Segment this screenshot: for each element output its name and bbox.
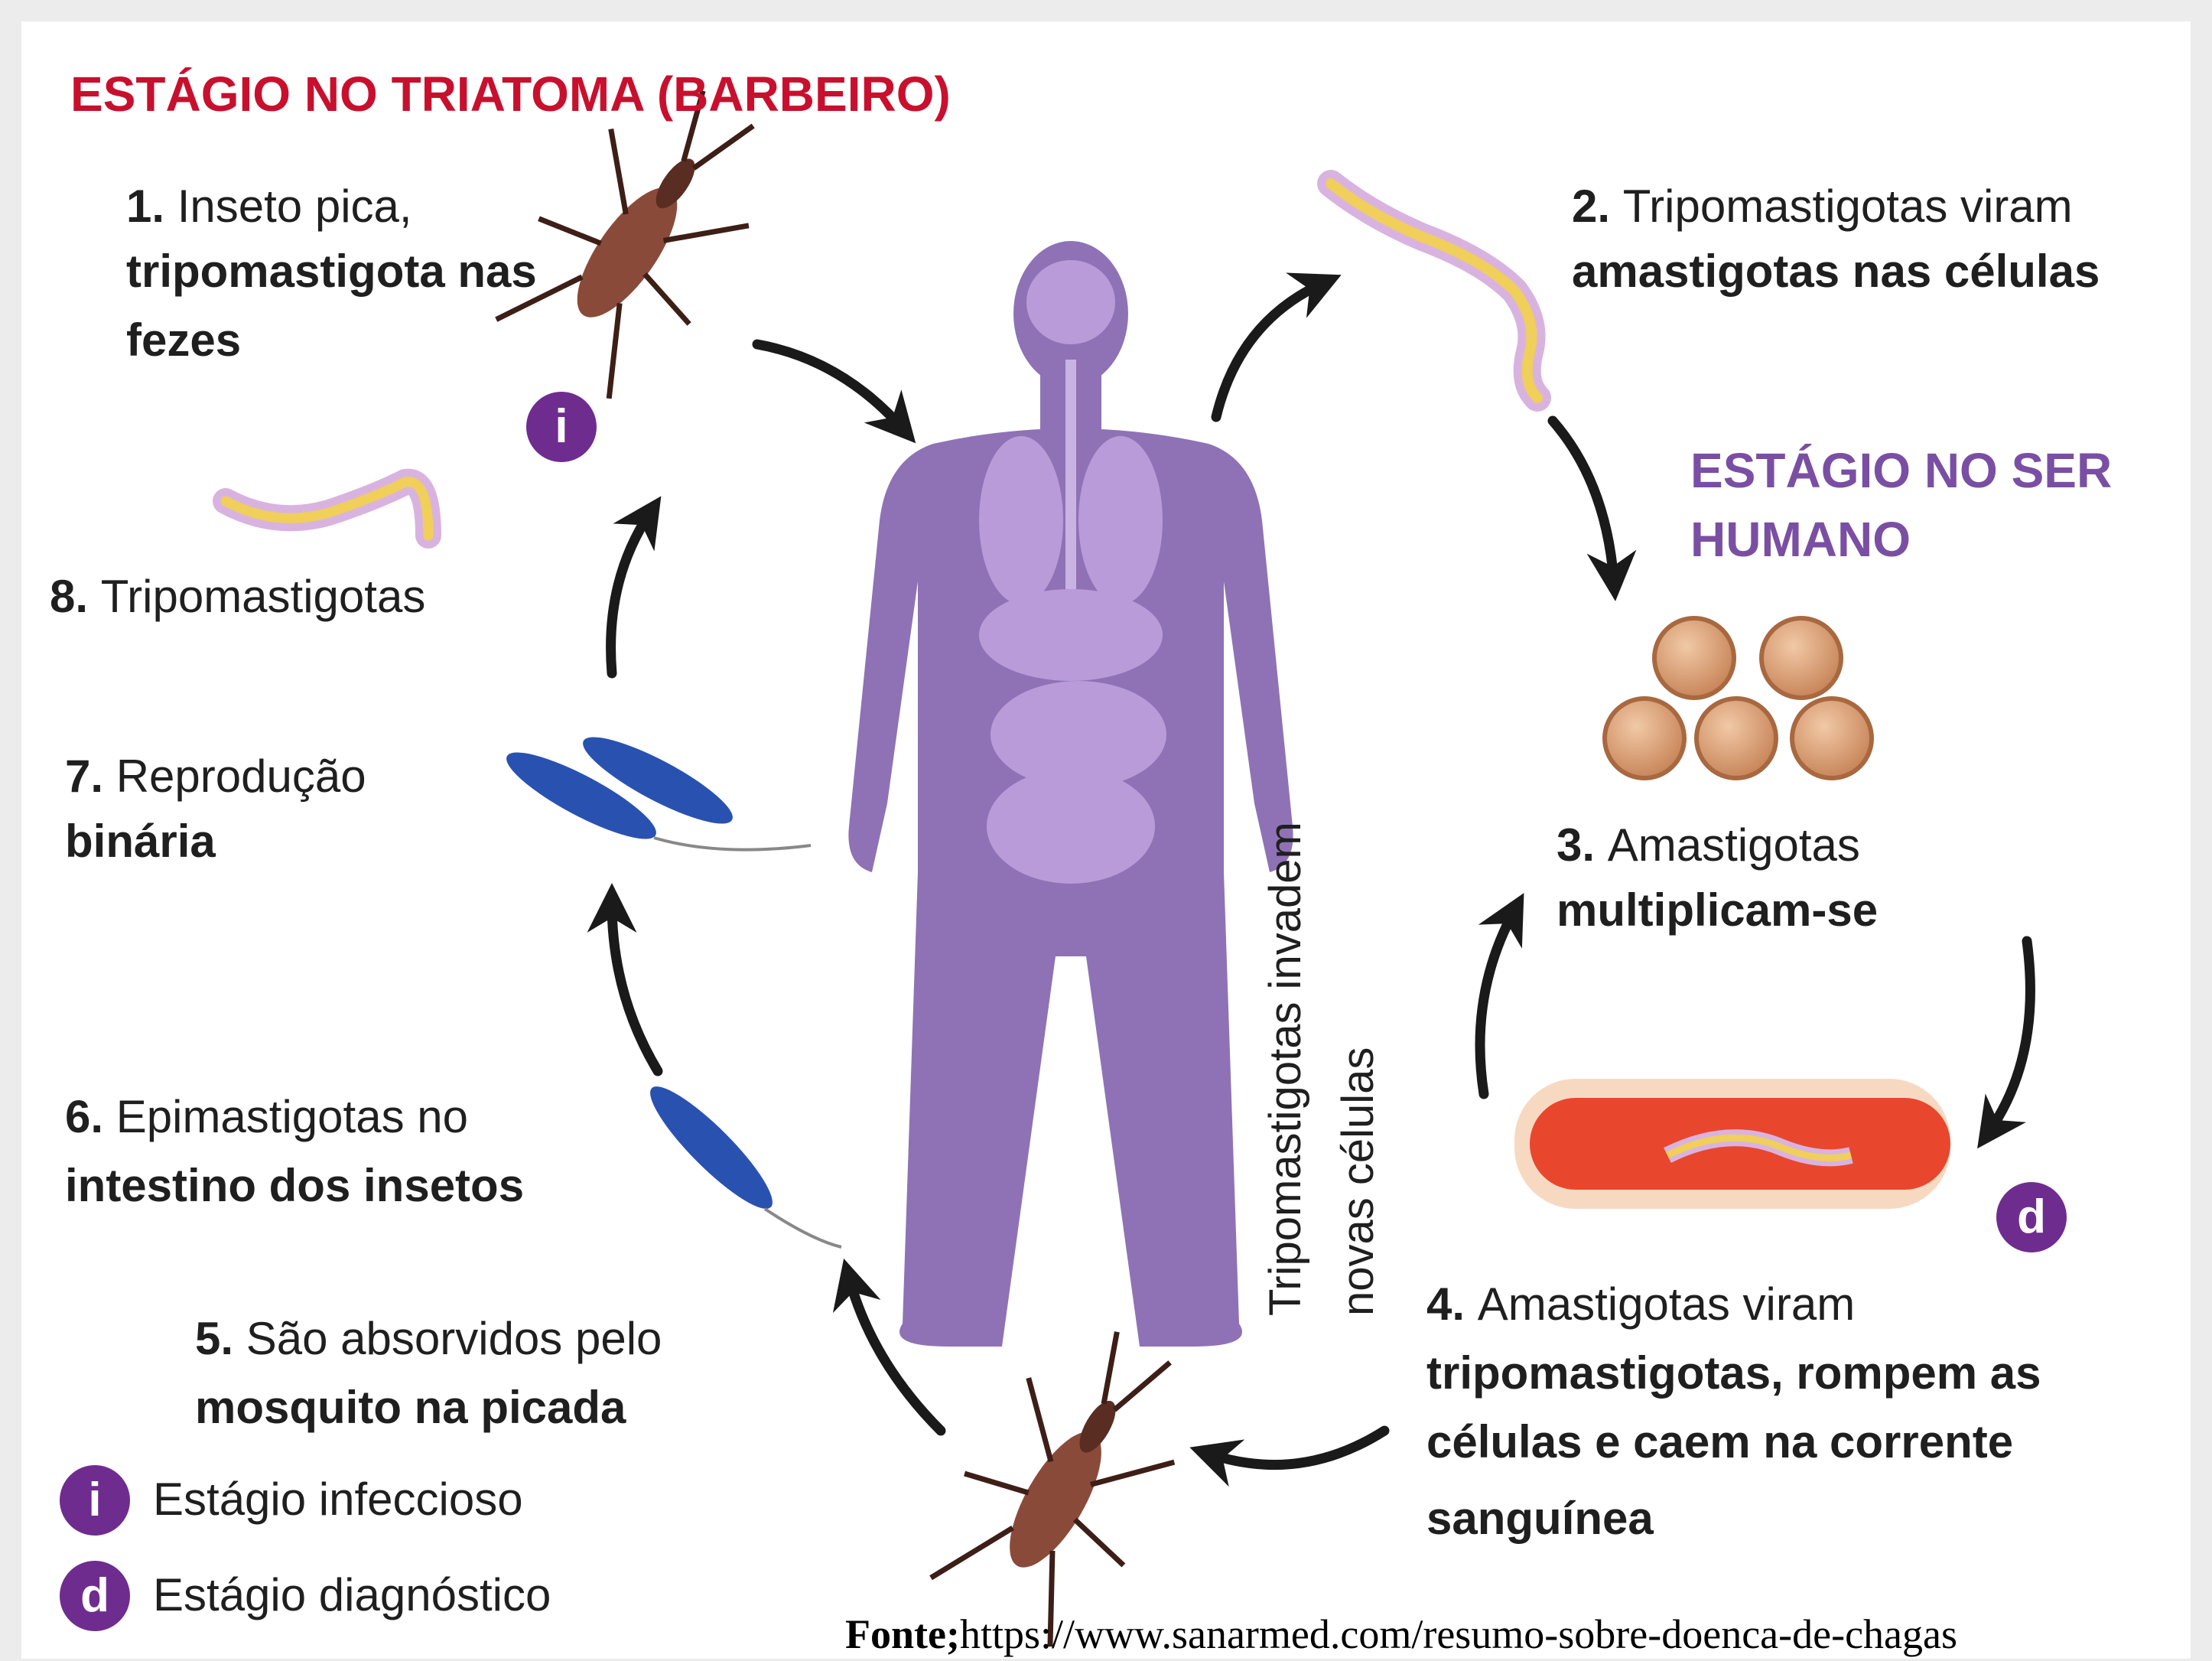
amastigote-cells-icon <box>1605 618 1872 778</box>
human-stage-heading-line2: HUMANO <box>1690 505 1911 574</box>
step-3-line1: 3. Amastigotas <box>1557 811 1860 880</box>
step-4-line4: sanguínea <box>1426 1484 1654 1553</box>
step-2-line1: 2. Tripomastigotas viram <box>1572 172 2073 241</box>
infectious-stage-badge: i <box>526 392 597 462</box>
cycle-arrow-icon <box>757 344 903 428</box>
step-7-line2: binária <box>65 807 216 876</box>
triatomine-bug-icon <box>911 1301 1223 1658</box>
epimastigote-icon <box>498 723 811 852</box>
step-1-line2: tripomastigota nas <box>126 237 537 306</box>
step-8-line1: 8. Tripomastigotas <box>50 562 425 631</box>
legend-infectious-label: Estágio infeccioso <box>153 1465 523 1534</box>
trypomastigote-icon <box>1331 184 1537 398</box>
step-5-line2: mosquito na picada <box>195 1373 626 1442</box>
legend-diagnostic-badge: d <box>60 1561 130 1631</box>
step-1-line1: 1. Inseto pica, <box>126 172 412 241</box>
step-2-line2: amastigotas nas células <box>1572 237 2100 306</box>
human-stage-heading-line1: ESTÁGIO NO SER <box>1690 436 2112 505</box>
cycle-arrow-icon <box>1480 910 1514 1094</box>
cycle-arrow-icon <box>611 513 650 673</box>
cycle-arrow-icon <box>1208 1431 1384 1465</box>
cycle-arrow-icon <box>1989 941 2030 1132</box>
step-7-line1: 7. Reprodução <box>65 742 366 811</box>
blood-vessel-icon <box>1514 1079 1950 1209</box>
cycle-arrow-icon <box>1553 421 1614 581</box>
insect-stage-heading: ESTÁGIO NO TRIATOMA (BARBEIRO) <box>70 60 951 129</box>
step-5-line1: 5. São absorvidos pelo <box>195 1304 662 1373</box>
epimastigote-icon <box>638 1074 841 1247</box>
step-6-line1: 6. Epimastigotas no <box>65 1083 468 1151</box>
legend-infectious-badge: i <box>60 1465 130 1536</box>
cycle-arrow-icon <box>612 903 658 1071</box>
legend-diagnostic-label: Estágio diagnóstico <box>153 1561 551 1630</box>
step-4-line2: tripomastigotas, rompem as <box>1426 1339 2041 1408</box>
diagnostic-stage-badge: d <box>1996 1182 2067 1252</box>
cycle-arrow-icon <box>1216 283 1323 417</box>
source-url[interactable]: https://www.sanarmed.com/resumo-sobre-do… <box>960 1611 1957 1657</box>
spine-icon <box>1065 360 1076 589</box>
step-4-line3: células e caem na corrente <box>1426 1408 2013 1477</box>
source-citation: Fonte;https://www.sanarmed.com/resumo-so… <box>845 1611 1957 1658</box>
vertical-label-line1: Tripomastigotas invadem <box>1251 822 1321 1316</box>
step-1-line3: fezes <box>126 306 241 375</box>
trypomastigote-icon <box>226 482 428 536</box>
step-6-line2: intestino dos insetos <box>65 1151 524 1220</box>
step-3-line2: multiplicam-se <box>1557 876 1878 945</box>
vertical-label-line2: novas células <box>1323 1047 1394 1316</box>
step-4-line1: 4. Amastigotas viram <box>1426 1270 1855 1339</box>
